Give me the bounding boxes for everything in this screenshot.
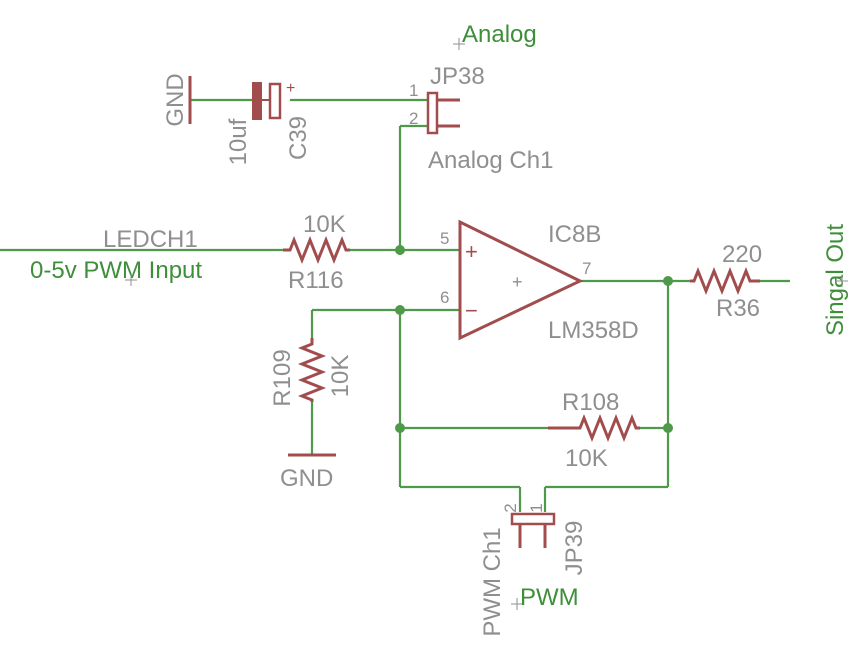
opamp-pin7: 7 xyxy=(582,259,591,278)
opamp-pin5: 5 xyxy=(440,229,449,248)
jp39-label: PWM Ch1 xyxy=(479,527,506,636)
c39-plus-sign: + xyxy=(286,80,295,97)
r108-value: 10K xyxy=(565,445,608,472)
ledch1-label: LEDCH1 xyxy=(103,226,198,253)
opamp-name: IC8B xyxy=(548,221,601,248)
resistor-r109: R109 10K xyxy=(269,338,354,407)
gnd-label-bottom: GND xyxy=(280,465,333,492)
jp39-pin1: 1 xyxy=(527,503,546,512)
gnd-label-top: GND xyxy=(162,73,189,126)
analog-net-label: Analog xyxy=(453,21,537,50)
wires xyxy=(0,98,790,512)
jumper-jp39: 2 1 PWM Ch1 JP39 xyxy=(479,503,588,636)
jumper-jp38: 1 2 JP38 Analog Ch1 xyxy=(409,63,553,174)
junction-dot xyxy=(663,276,673,286)
c39-value: 10uf xyxy=(225,118,252,165)
junction-dot xyxy=(395,305,405,315)
output-label: Singal Out xyxy=(822,224,849,336)
gnd-symbol-top: GND xyxy=(162,73,192,127)
analog-label: Analog xyxy=(462,21,537,48)
pwm-label: PWM xyxy=(520,584,579,611)
junction-dot xyxy=(395,423,405,433)
opamp-ic8b: + − + 5 6 7 IC8B LM358D xyxy=(440,219,639,344)
r116-name: R116 xyxy=(288,267,344,294)
resistor-r36: 220 R36 xyxy=(690,241,762,322)
resistor-r108: R108 10K xyxy=(548,389,640,472)
opamp-center-plus: + xyxy=(512,272,523,292)
opamp-part: LM358D xyxy=(548,317,639,344)
junctions xyxy=(395,245,673,433)
r36-value: 220 xyxy=(722,241,762,268)
jp38-pin1: 1 xyxy=(409,81,418,100)
input-labels: LEDCH1 0-5v PWM Input xyxy=(30,226,202,286)
output-net-label: Singal Out xyxy=(822,224,849,336)
jp39-name: JP39 xyxy=(561,521,588,576)
capacitor-c39: + 10uf C39 xyxy=(225,80,312,165)
junction-dot xyxy=(663,423,673,433)
jp38-pin2: 2 xyxy=(409,109,418,128)
resistor-r116: 10K R116 xyxy=(283,211,350,294)
jp38-label: Analog Ch1 xyxy=(428,147,553,174)
jp38-name: JP38 xyxy=(430,63,485,90)
jp39-pin2: 2 xyxy=(501,503,520,512)
opamp-minus-sign: − xyxy=(465,298,478,323)
r109-name: R109 xyxy=(269,349,296,406)
c39-name: C39 xyxy=(285,116,312,160)
gnd-symbol-bottom: GND xyxy=(280,453,336,492)
r108-name: R108 xyxy=(562,389,619,416)
pwm-net-label: PWM xyxy=(511,584,579,611)
r36-name: R36 xyxy=(716,295,760,322)
opamp-plus-sign: + xyxy=(465,239,478,264)
opamp-pin6: 6 xyxy=(440,288,449,307)
r109-value: 10K xyxy=(327,355,354,398)
junction-dot xyxy=(395,245,405,255)
input-net-label: 0-5v PWM Input xyxy=(30,257,202,284)
r116-value: 10K xyxy=(303,211,346,238)
